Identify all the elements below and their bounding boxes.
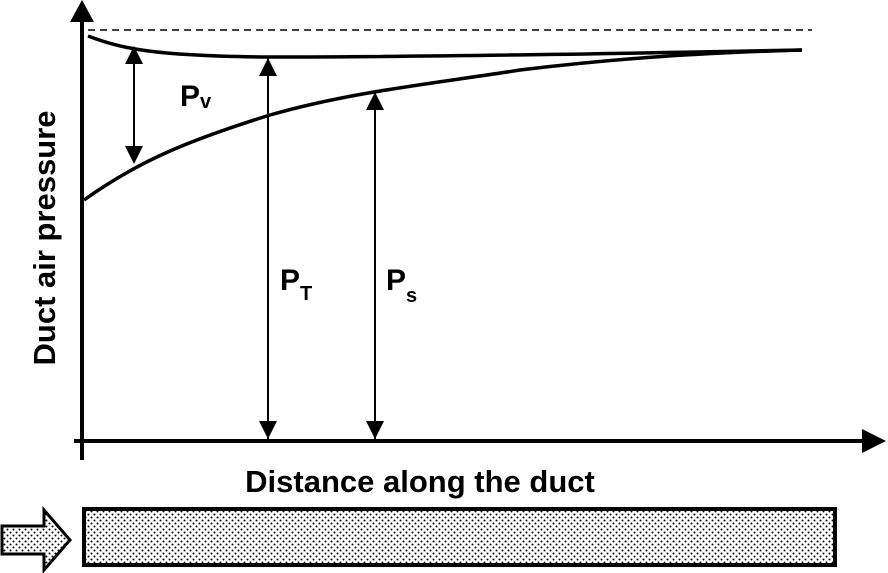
pt-label-main: P xyxy=(280,264,300,297)
ps-arrow-bottom-head xyxy=(366,421,384,439)
pt-label-sub: T xyxy=(300,283,312,305)
pv-label-sub: v xyxy=(200,91,212,113)
y-axis-arrowhead xyxy=(70,0,94,22)
x-axis-label: Distance along the duct xyxy=(245,464,595,499)
pt-arrow-bottom-head xyxy=(259,421,277,439)
pt-arrow-top-head xyxy=(259,58,277,76)
flow-arrow-icon xyxy=(0,505,72,573)
pv-arrow-top-head xyxy=(125,46,143,64)
x-axis-arrowhead xyxy=(862,429,886,453)
ps-arrow-top-head xyxy=(366,92,384,110)
ps-label-main: P xyxy=(386,264,406,297)
pv-label: Pv xyxy=(180,80,212,113)
pv-label-main: P xyxy=(180,80,200,113)
y-axis-label: Duct air pressure xyxy=(27,111,62,366)
pt-label: PT xyxy=(280,264,312,305)
duct-rectangle xyxy=(82,507,837,567)
ps-label-sub: s xyxy=(406,285,417,307)
ps-label: Ps xyxy=(386,264,417,307)
static-pressure-curve xyxy=(82,48,803,202)
pv-arrow-bottom-head xyxy=(125,146,143,164)
